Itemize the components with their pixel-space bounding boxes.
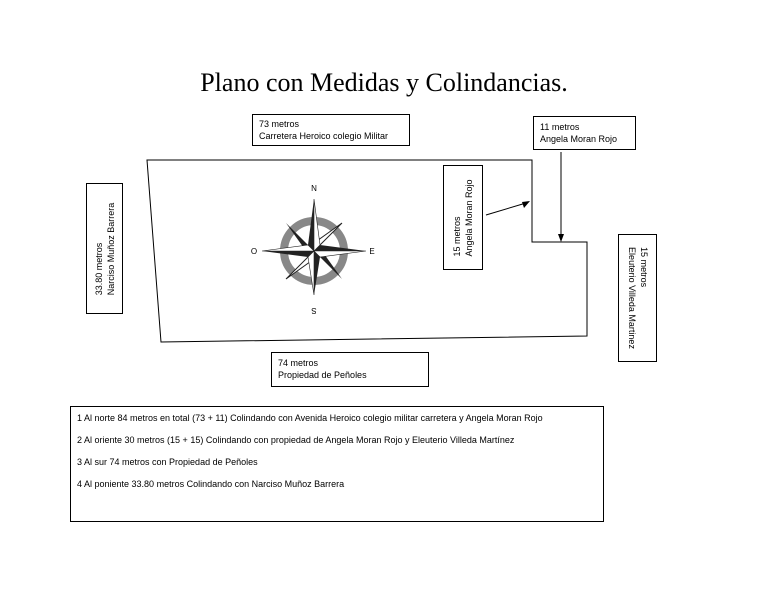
- compass-n: N: [311, 184, 317, 193]
- east-inner-neighbor: Angela Moran Rojo: [464, 178, 474, 257]
- east-outer-label: 15 metros Eleuterio Villeda Martinez: [618, 234, 657, 362]
- west-neighbor: Narciso Muñoz Barrera: [105, 202, 116, 295]
- compass-rose-icon: [261, 198, 367, 296]
- north-measure: 73 metros: [259, 119, 300, 129]
- compass-e: E: [369, 247, 374, 256]
- note-east: 2 Al oriente 30 metros (15 + 15) Colinda…: [77, 435, 515, 445]
- east-inner-measure: 15 metros: [452, 215, 462, 257]
- west-measure: 33.80 metros: [93, 242, 104, 295]
- south-boundary-label: 74 metros Propiedad de Peñoles: [271, 352, 429, 387]
- property-outline: [146, 159, 588, 343]
- east-inner-label: 15 metros Angela Moran Rojo: [443, 165, 483, 270]
- east-outer-neighbor: Eleuterio Villeda Martinez: [626, 247, 637, 349]
- south-neighbor: Propiedad de Peñoles: [278, 370, 367, 380]
- north-neighbor: Carretera Heroico colegio Militar: [259, 131, 389, 141]
- pointer-arrow-east: [485, 202, 527, 216]
- page-title: Plano con Medidas y Colindancias.: [200, 68, 568, 97]
- south-measure: 74 metros: [278, 358, 319, 368]
- north-boundary-label: 73 metros Carretera Heroico colegio Mili…: [252, 114, 410, 146]
- note-west: 4 Al poniente 33.80 metros Colindando co…: [77, 479, 345, 489]
- west-boundary-label: 33.80 metros Narciso Muñoz Barrera: [86, 183, 123, 314]
- note-north: 1 Al norte 84 metros en total (73 + 11) …: [77, 413, 543, 423]
- compass-s: S: [311, 306, 316, 315]
- north-corner-neighbor: Angela Moran Rojo: [540, 134, 618, 144]
- boundary-notes: 1 Al norte 84 metros en total (73 + 11) …: [70, 406, 604, 522]
- north-corner-measure: 11 metros: [540, 122, 580, 132]
- north-corner-label: 11 metros Angela Moran Rojo: [533, 116, 636, 150]
- note-south: 3 Al sur 74 metros con Propiedad de Peño…: [77, 457, 258, 467]
- compass-w: O: [251, 246, 257, 255]
- east-outer-measure: 15 metros: [638, 247, 649, 288]
